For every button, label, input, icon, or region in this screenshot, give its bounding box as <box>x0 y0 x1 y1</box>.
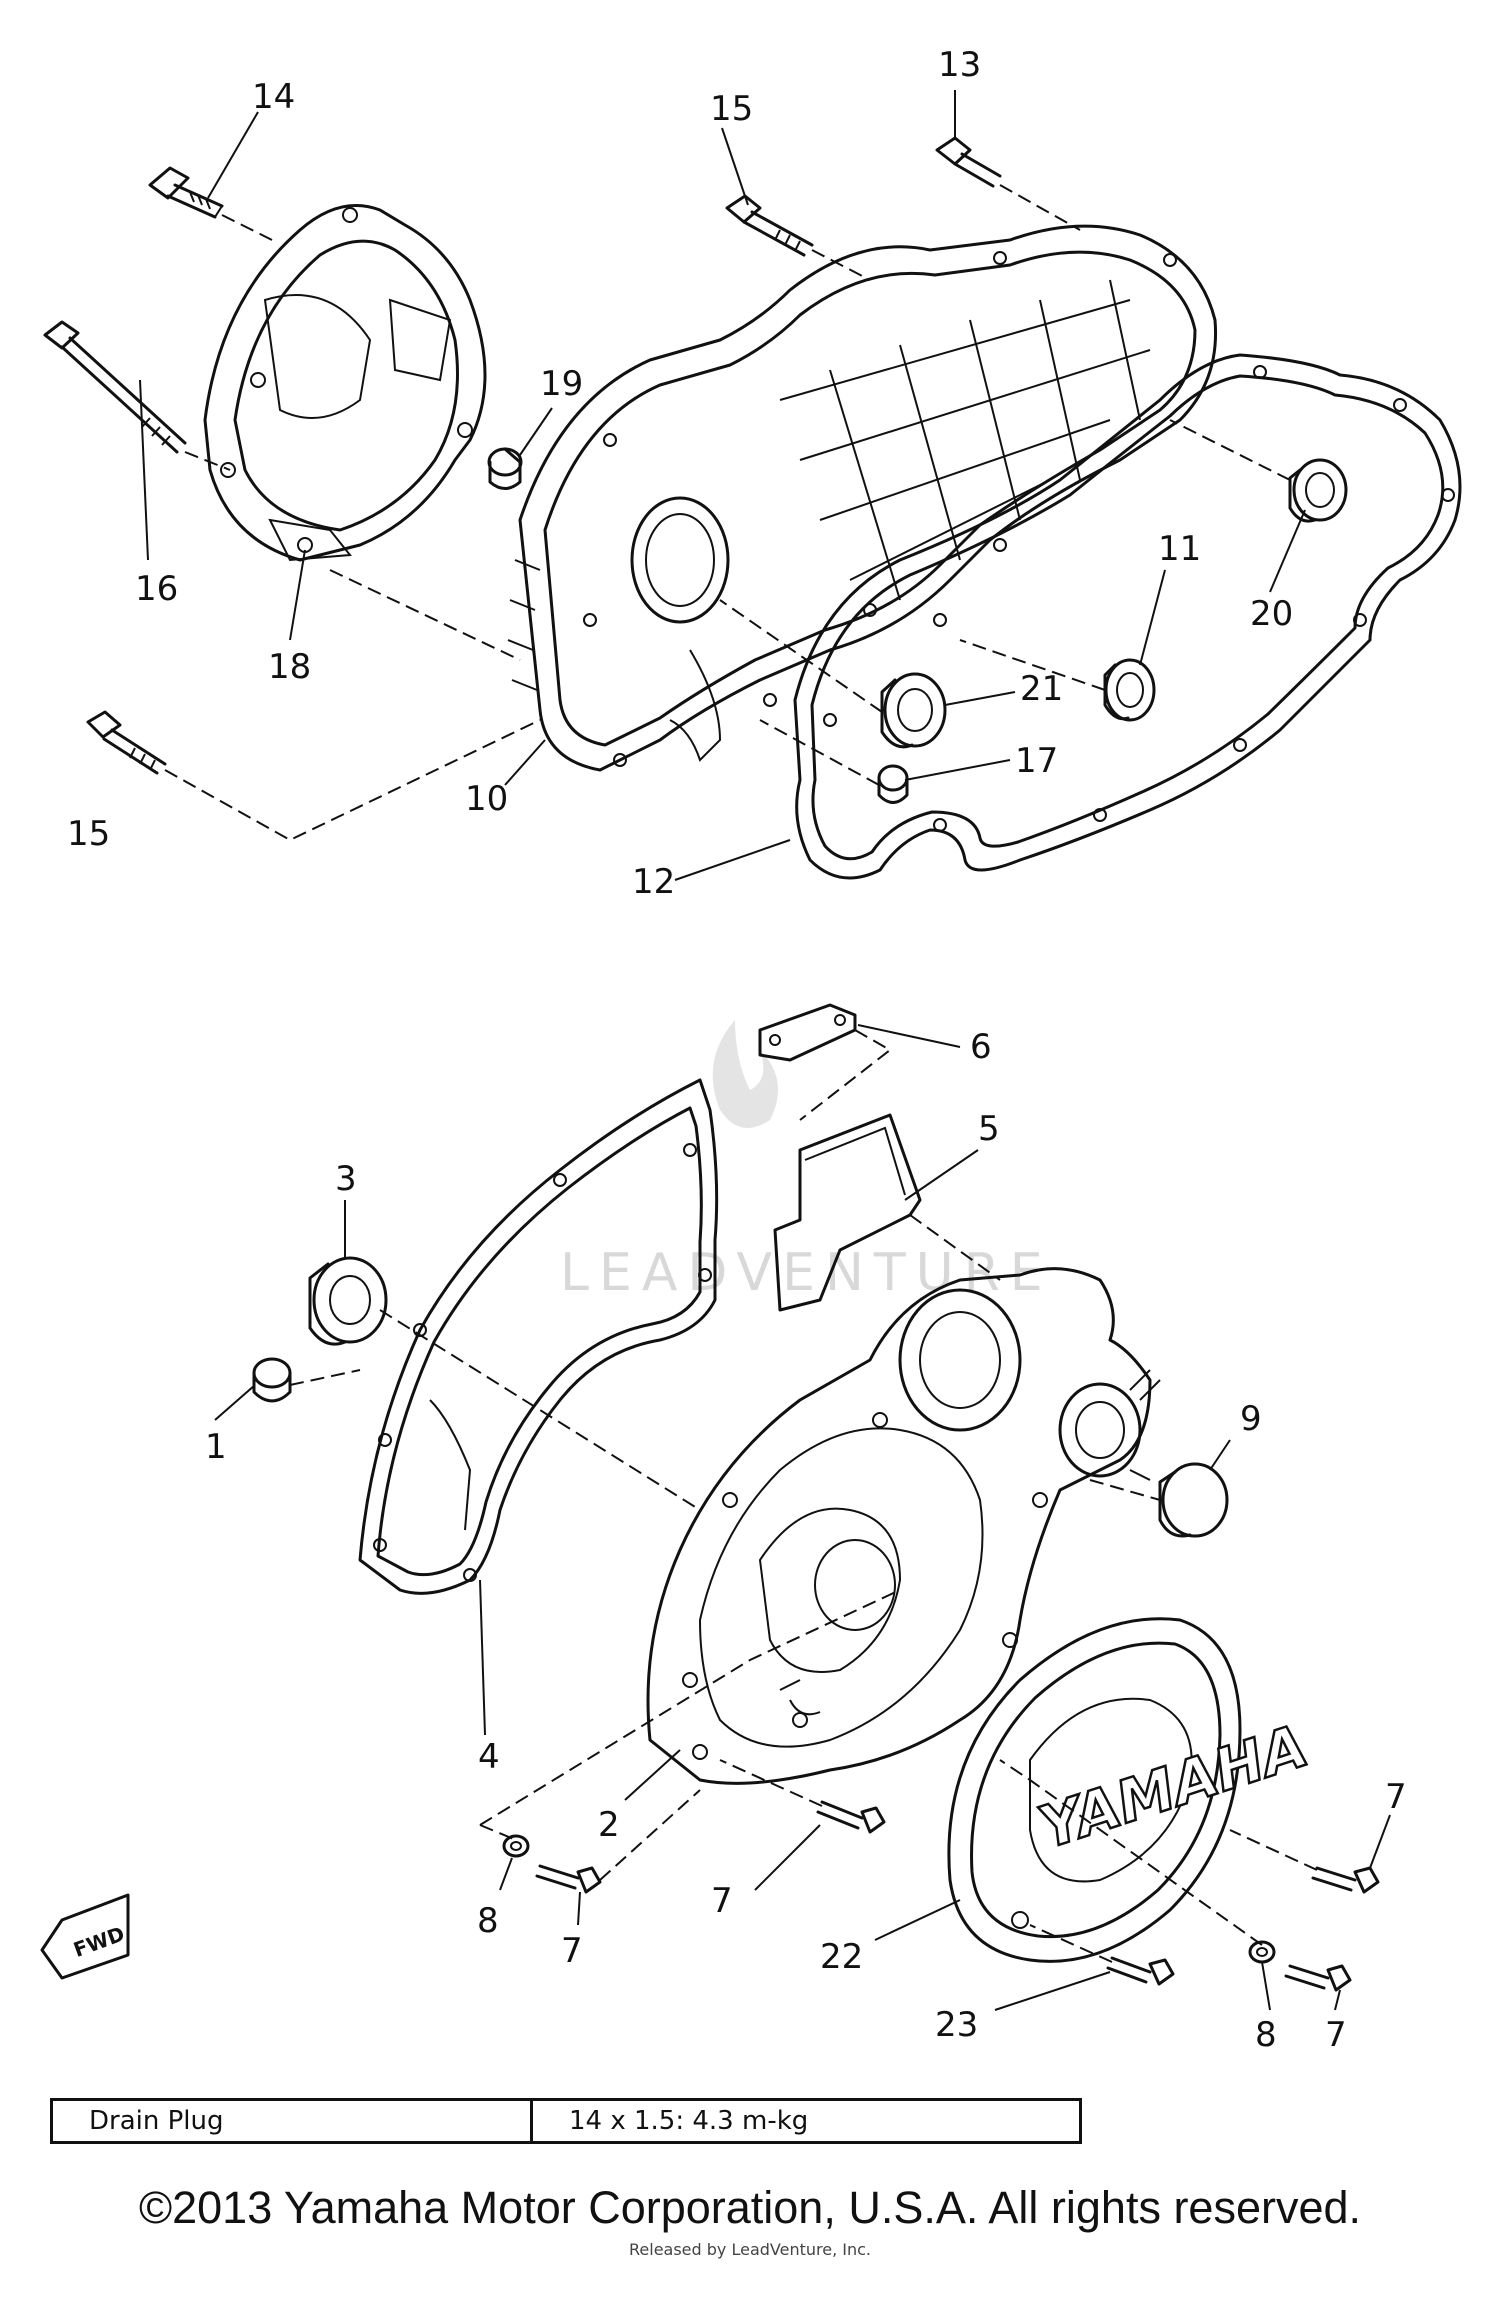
cap-9 <box>1158 1462 1229 1538</box>
callout-21: 21 <box>1020 669 1063 709</box>
bolt-15-upper <box>725 194 814 257</box>
bolt-7-d <box>1284 1964 1352 1992</box>
left-case-cover <box>203 204 487 562</box>
callout-5: 5 <box>978 1109 1000 1149</box>
washer-8-left <box>502 1834 530 1858</box>
gasket-4 <box>358 1078 719 1595</box>
callout-2: 2 <box>598 1805 620 1845</box>
callout-1: 1 <box>205 1427 227 1467</box>
callout-3: 3 <box>335 1159 357 1199</box>
callout-14: 14 <box>252 77 295 117</box>
forward-arrow-badge: FWD <box>40 1893 130 1980</box>
bolt-7-b <box>816 1800 886 1834</box>
callout-16: 16 <box>135 569 178 609</box>
oil-seal-11 <box>1103 658 1156 722</box>
released-by-note: Released by LeadVenture, Inc. <box>629 2240 871 2259</box>
dowel-17 <box>877 764 909 804</box>
callout-17: 17 <box>1015 741 1058 781</box>
callout-13: 13 <box>938 45 981 85</box>
callout-4: 4 <box>478 1737 500 1777</box>
spec-value: 14 x 1.5: 4.3 m-kg <box>569 2106 809 2136</box>
callout-23: 23 <box>935 2005 978 2045</box>
gasket-12 <box>793 353 1462 880</box>
callout-18: 18 <box>268 647 311 687</box>
bolt-16 <box>43 320 187 454</box>
spec-label: Drain Plug <box>53 2101 533 2141</box>
callout-7: 7 <box>1325 2015 1347 2055</box>
callout-7: 7 <box>561 1931 583 1971</box>
crankcase-cover <box>507 224 1218 772</box>
callout-9: 9 <box>1240 1399 1262 1439</box>
torque-spec-table: Drain Plug 14 x 1.5: 4.3 m-kg <box>50 2098 1082 2144</box>
callout-12: 12 <box>632 862 675 902</box>
plate-5 <box>773 1113 922 1312</box>
callout-11: 11 <box>1158 529 1201 569</box>
bolt-7-a <box>535 1864 602 1894</box>
callout-numbers: 14 15 13 19 16 11 20 18 21 17 10 15 12 6… <box>67 45 1407 2055</box>
callout-15: 15 <box>67 814 110 854</box>
oil-seal-20 <box>1288 458 1348 523</box>
side-cover-2 <box>646 1267 1161 1785</box>
bolt-7-c <box>1311 1866 1380 1894</box>
bolt-15-lower <box>86 710 167 775</box>
dowel-19 <box>487 447 523 490</box>
callout-15: 15 <box>710 89 753 129</box>
copyright-notice: ©2013 Yamaha Motor Corporation, U.S.A. A… <box>138 2182 1362 2233</box>
cover-logo: YAMAHA <box>1031 1712 1316 1862</box>
bolt-14 <box>148 166 224 219</box>
callout-7: 7 <box>1385 1777 1407 1817</box>
callout-10: 10 <box>465 779 508 819</box>
bolt-13 <box>935 136 1002 188</box>
callout-19: 19 <box>540 364 583 404</box>
callout-8: 8 <box>477 1901 499 1941</box>
callout-8: 8 <box>1255 2015 1277 2055</box>
callout-22: 22 <box>820 1937 863 1977</box>
callout-6: 6 <box>970 1027 992 1067</box>
oil-seal-21 <box>880 672 947 749</box>
screw-23 <box>1106 1956 1175 1986</box>
bracket-6 <box>758 1003 857 1062</box>
oil-seal-3 <box>308 1256 388 1346</box>
callout-20: 20 <box>1250 594 1293 634</box>
dowel-1 <box>252 1357 292 1403</box>
fwd-label: FWD <box>70 1922 127 1962</box>
callout-7: 7 <box>711 1881 733 1921</box>
